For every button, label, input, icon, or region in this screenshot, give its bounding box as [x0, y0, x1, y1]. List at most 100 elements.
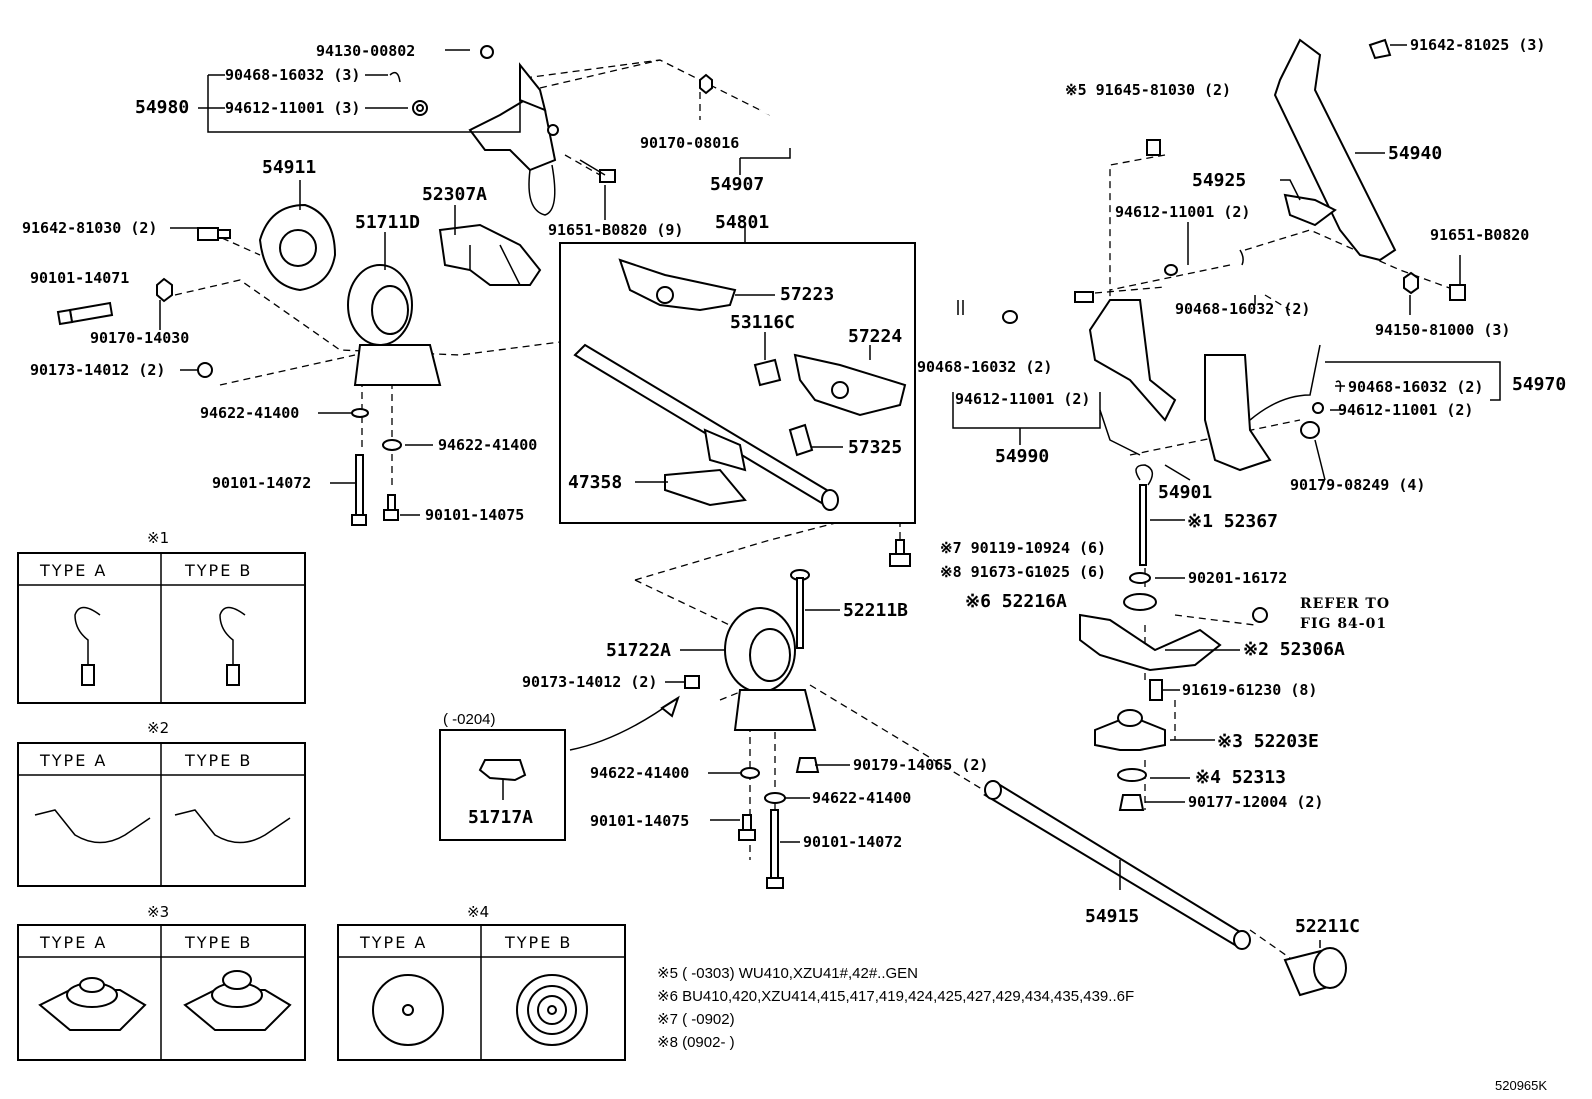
part-53116C-clip: [753, 358, 782, 387]
part-54907-cable: [699, 73, 1094, 303]
label-94150-81000-3: 94150-81000 (3): [1375, 321, 1510, 339]
type-table-3-b: TYPE B: [184, 933, 252, 952]
label-inset-range: ( -0204): [443, 711, 496, 728]
type-table-3: ※3 TYPE A TYPE B: [17, 903, 306, 1061]
label-52211C: 52211C: [1295, 916, 1360, 937]
part-57224-bracket: [793, 353, 907, 417]
label-94622-41400-d: 94622-41400: [812, 789, 911, 807]
label-90468-16032-2b: 90468-16032 (2): [917, 358, 1052, 376]
part-labels: 94130-00802 90468-16032 (3) 54980 94612-…: [22, 36, 1566, 937]
label-91645-81030-2: ※5 91645-81030 (2): [1065, 81, 1231, 99]
label-54911: 54911: [262, 157, 316, 178]
label-90101-14072-a: 90101-14072: [212, 474, 311, 492]
part-52211C-bushing: [1283, 947, 1347, 997]
label-57224: 57224: [848, 326, 902, 347]
label-90170-08016: 90170-08016: [640, 134, 739, 152]
part-52367-hook: [1135, 464, 1154, 566]
part-90119-bolt: [889, 539, 911, 567]
part-51717A-clip: [478, 695, 680, 800]
label-54940: 54940: [1388, 143, 1442, 164]
label-94622-41400-c: 94622-41400: [590, 764, 689, 782]
part-52313-washer: [1117, 768, 1147, 782]
label-90119-10924-6: ※7 90119-10924 (6): [940, 539, 1106, 557]
footnote-7: ※7 ( -0902): [657, 1011, 735, 1028]
label-90201-16172: 90201-16172: [1188, 569, 1287, 587]
part-54915-rod: [983, 780, 1251, 950]
label-54901: 54901: [1158, 482, 1212, 503]
label-52313: ※4 52313: [1195, 767, 1286, 788]
type-table-4: ※4 TYPE A TYPE B: [337, 903, 626, 1061]
type-table-2-a: TYPE A: [39, 751, 107, 770]
part-washers-left: [351, 408, 402, 526]
label-91651-B0820: 91651-B0820: [1430, 226, 1529, 244]
label-51717A: 51717A: [468, 807, 533, 828]
label-52307A: 52307A: [422, 184, 487, 205]
type-table-2-mark: ※2: [147, 719, 169, 737]
part-52211B-bolt: [790, 569, 810, 649]
label-54990: 54990: [995, 446, 1049, 467]
label-91642-81025-3: 91642-81025 (3): [1410, 36, 1545, 54]
label-90468-16032-2c: 90468-16032 (2): [1348, 378, 1483, 396]
type-table-2-b: TYPE B: [184, 751, 252, 770]
part-51722A-insulator: [684, 607, 817, 731]
label-91642-81030-2: 91642-81030 (2): [22, 219, 157, 237]
part-47358-bracket: [664, 428, 747, 507]
label-90179-08249-4: 90179-08249 (4): [1290, 476, 1425, 494]
part-52307A-mount: [438, 223, 542, 286]
type-table-1: ※1 TYPE A TYPE B: [17, 529, 306, 704]
type-table-4-mark: ※4: [467, 903, 489, 921]
label-90101-14075-a: 90101-14075: [425, 506, 524, 524]
part-52216A-cushion: [1123, 593, 1157, 611]
part-54911-cover: [258, 203, 337, 292]
part-52203E-cushion: [1094, 709, 1166, 751]
label-94130-00802: 94130-00802: [316, 42, 415, 60]
type-table-1-b: TYPE B: [184, 561, 252, 580]
label-94612-11001-2b: 94612-11001 (2): [955, 390, 1090, 408]
label-54915: 54915: [1085, 906, 1139, 927]
label-91619-61230-8: 91619-61230 (8): [1182, 681, 1317, 699]
label-52211B: 52211B: [843, 600, 908, 621]
label-51722A: 51722A: [606, 640, 671, 661]
type-table-2: ※2 TYPE A TYPE B: [17, 719, 306, 887]
label-51711D: 51711D: [355, 212, 420, 233]
label-54907: 54907: [710, 174, 764, 195]
label-54970: 54970: [1512, 374, 1566, 395]
leader-lines: [159, 44, 1501, 948]
label-52216A: ※6 52216A: [965, 591, 1067, 612]
type-table-3-a: TYPE A: [39, 933, 107, 952]
part-90201-washer: [1129, 572, 1151, 584]
label-90468-16032-3: 90468-16032 (3): [225, 66, 360, 84]
part-91642-bolt-left: [197, 227, 231, 241]
label-90101-14072-b: 90101-14072: [803, 833, 902, 851]
label-90173-14012-2a: 90173-14012 (2): [30, 361, 165, 379]
label-refer-fig: FIG 84-01: [1300, 616, 1387, 632]
label-52367: ※1 52367: [1187, 511, 1278, 532]
part-90177-nut: [1118, 794, 1145, 811]
part-54970-linkage: [1204, 344, 1342, 472]
label-54801: 54801: [715, 212, 769, 233]
label-57223: 57223: [780, 284, 834, 305]
label-90179-14065-2: 90179-14065 (2): [853, 756, 988, 774]
label-54980: 54980: [135, 97, 189, 118]
part-91651-bolt-top: [579, 159, 616, 183]
type-table-1-a: TYPE A: [39, 561, 107, 580]
label-53116C: 53116C: [730, 312, 795, 333]
part-fasteners-54980: [389, 71, 428, 116]
footnote-6: ※6 BU410,420,XZU414,415,417,419,424,425,…: [657, 988, 1134, 1005]
part-54980-bracket-assembly: [468, 45, 559, 216]
label-94622-41400-b: 94622-41400: [438, 436, 537, 454]
label-90177-12004-2: 90177-12004 (2): [1188, 793, 1323, 811]
label-94612-11001-2a: 94612-11001 (2): [1115, 203, 1250, 221]
type-table-4-a: TYPE A: [359, 933, 427, 952]
part-57325-bushing: [788, 423, 814, 457]
footnote-8: ※8 (0902- ): [657, 1034, 735, 1051]
part-52306A-mount: [1079, 607, 1268, 672]
label-90170-14030: 90170-14030: [90, 329, 189, 347]
label-90101-14071: 90101-14071: [30, 269, 129, 287]
label-refer-to: REFER TO: [1300, 596, 1390, 612]
figure-id: 520965K: [1495, 1078, 1547, 1093]
label-94612-11001-3: 94612-11001 (3): [225, 99, 360, 117]
type-table-3-mark: ※3: [147, 903, 169, 921]
part-54940-lever: [1273, 38, 1466, 301]
